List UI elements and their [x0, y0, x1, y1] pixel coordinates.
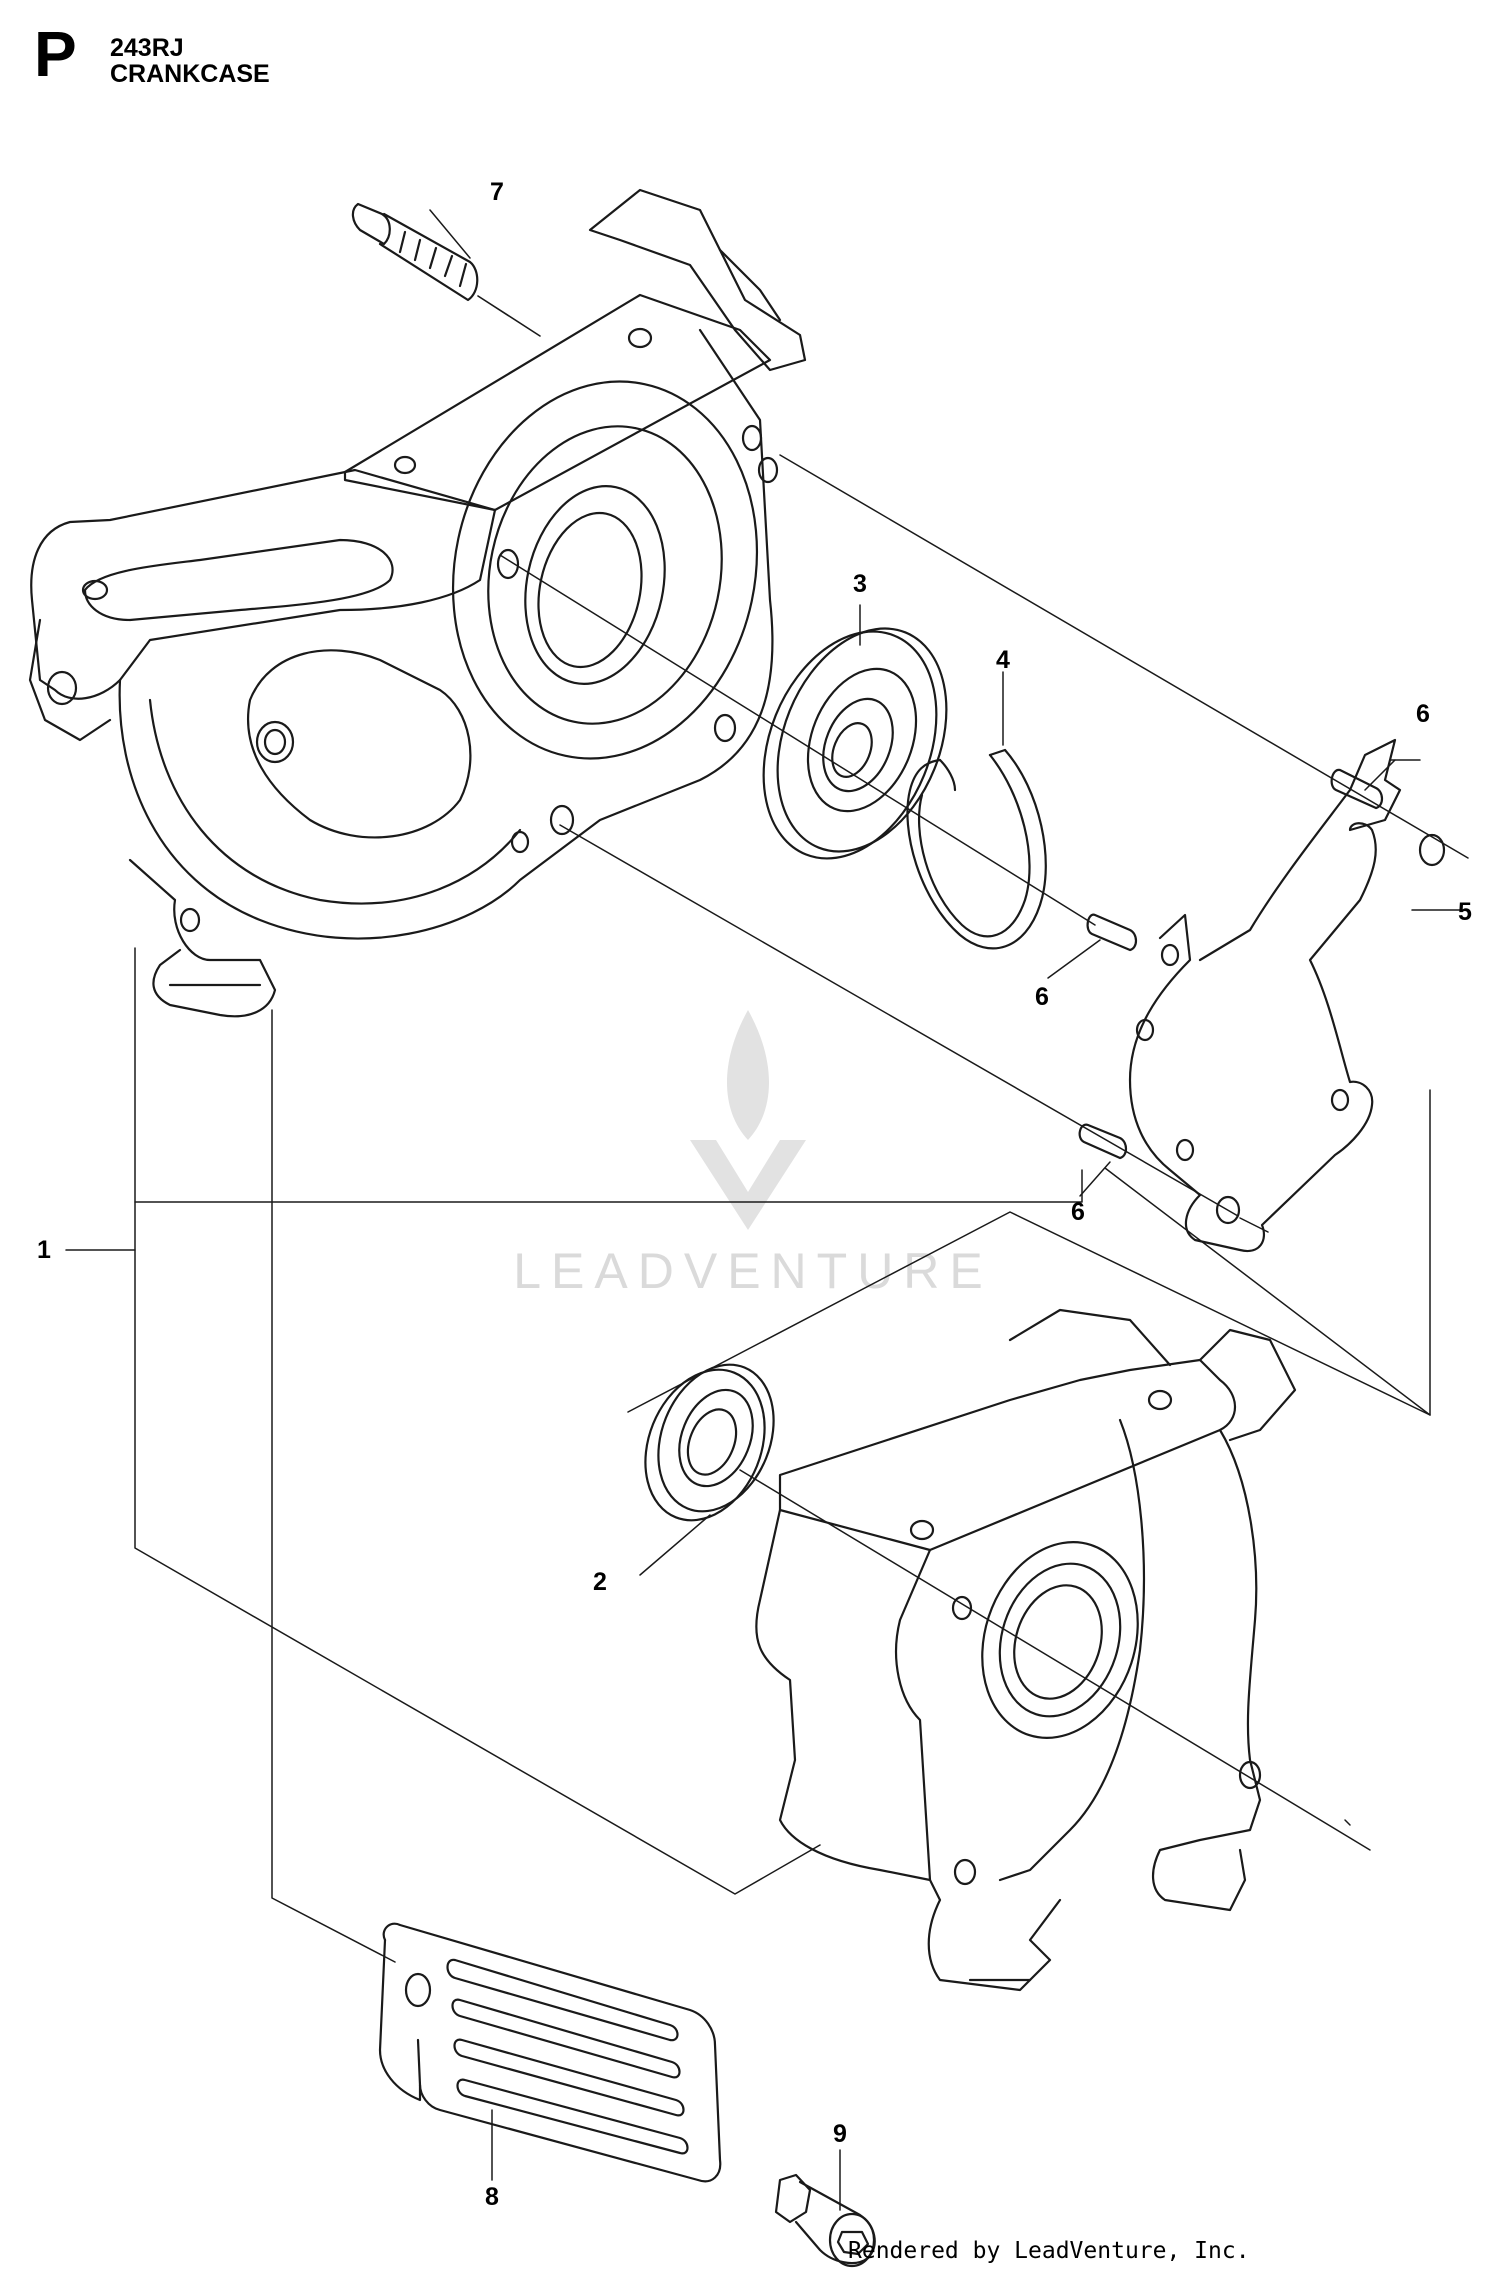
callout-7: 7: [490, 178, 504, 206]
callout-6-lower: 6: [1071, 1198, 1085, 1226]
part-8-heat-shield: [378, 1922, 722, 2183]
callout-4: 4: [996, 646, 1010, 674]
callout-6-middle: 6: [1035, 983, 1049, 1011]
upper-crankcase-half: [28, 188, 807, 1018]
callout-2: 2: [593, 1568, 607, 1596]
callout-3: 3: [853, 570, 867, 598]
callout-6-top: 6: [1416, 700, 1430, 728]
part-5-gasket: [1128, 738, 1446, 1253]
callout-8: 8: [485, 2183, 499, 2211]
diagram-title: CRANKCASE: [110, 60, 270, 88]
callout-5: 5: [1458, 898, 1472, 926]
section-letter: P: [34, 18, 77, 90]
part-7-screw: [351, 202, 541, 337]
part-2-seal: [644, 1363, 775, 1522]
part-6-dowel-pins: [1078, 768, 1384, 1160]
assembly-lines: [65, 209, 1469, 2211]
model-number: 243RJ: [110, 34, 184, 62]
part-4-circlip: [906, 748, 1047, 950]
v-logo-icon: [690, 1140, 806, 1230]
part-3-bearing: [762, 627, 948, 860]
callout-labels: 1 2 3 4 5 6 6 6 7 8 9: [37, 178, 1472, 2211]
footer-credit: Rendered by LeadVenture, Inc.: [848, 2238, 1250, 2264]
lower-crankcase-half: [755, 1308, 1297, 1992]
flame-logo-icon: [727, 1010, 769, 1140]
watermark: LEADVENTURE: [513, 1010, 993, 1299]
callout-9: 9: [833, 2120, 847, 2148]
part-9-bolt: [774, 2173, 876, 2268]
watermark-brand: LEADVENTURE: [513, 1243, 993, 1299]
callout-1: 1: [37, 1236, 51, 1264]
